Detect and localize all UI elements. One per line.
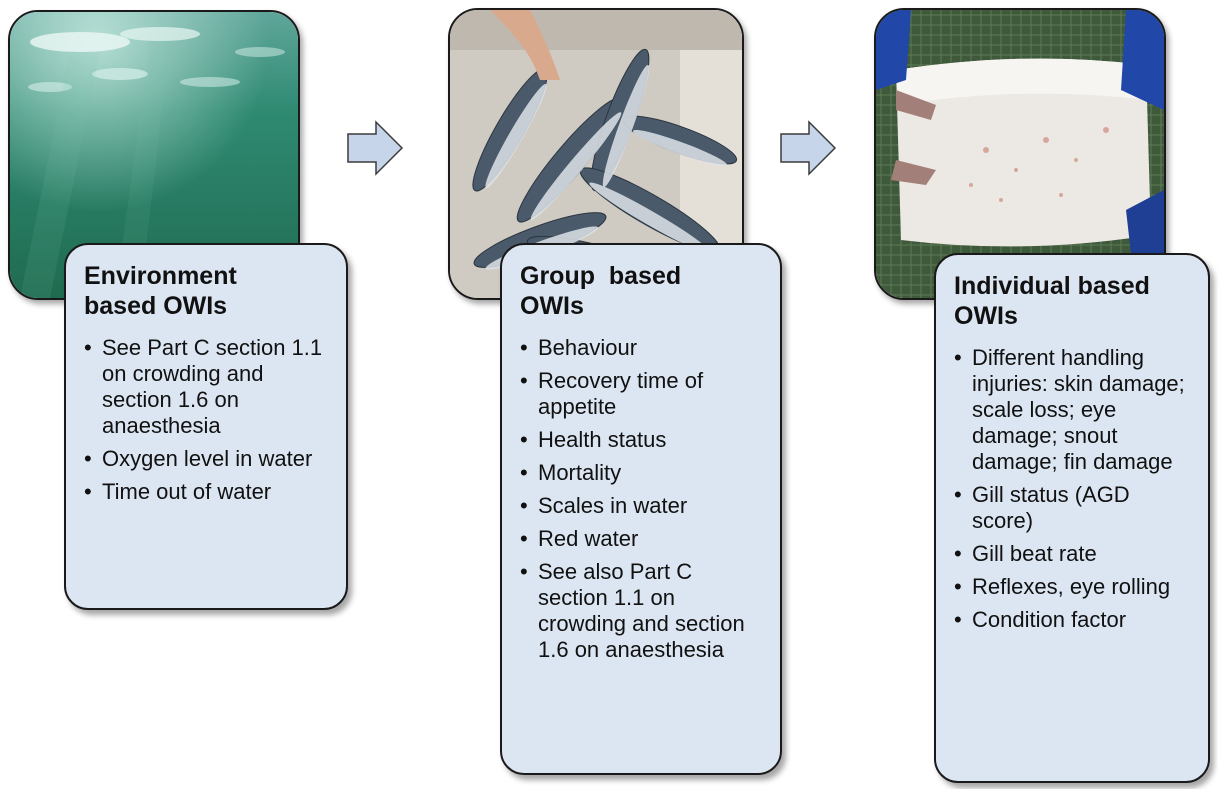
- bullet-icon: •: [520, 368, 528, 394]
- list-item: •Recovery time of appetite: [520, 368, 766, 420]
- environment-owi-card: Environment based OWIs •See Part C secti…: [64, 243, 348, 610]
- bullet-icon: •: [954, 607, 962, 633]
- right-arrow-icon: [346, 120, 404, 176]
- bullet-icon: •: [520, 460, 528, 486]
- list-item: •Oxygen level in water: [84, 446, 332, 472]
- bullet-icon: •: [520, 526, 528, 552]
- bullet-icon: •: [954, 574, 962, 600]
- list-item: •Scales in water: [520, 493, 766, 519]
- list-item: •Condition factor: [954, 607, 1194, 633]
- card-title: Individual based OWIs: [954, 271, 1194, 331]
- list-item: •Red water: [520, 526, 766, 552]
- owi-list: •See Part C section 1.1 on crowding and …: [84, 335, 332, 505]
- list-item: •Gill beat rate: [954, 541, 1194, 567]
- group-owi-card: Group based OWIs •Behaviour •Recovery ti…: [500, 243, 782, 775]
- list-item: •Behaviour: [520, 335, 766, 361]
- owi-list: •Behaviour •Recovery time of appetite •H…: [520, 335, 766, 663]
- bullet-icon: •: [954, 482, 962, 508]
- bullet-icon: •: [520, 493, 528, 519]
- list-item: •Time out of water: [84, 479, 332, 505]
- list-item: •Different handling injuries: skin damag…: [954, 345, 1194, 475]
- list-item: •See Part C section 1.1 on crowding and …: [84, 335, 332, 439]
- list-item: •Mortality: [520, 460, 766, 486]
- list-item: •Health status: [520, 427, 766, 453]
- bullet-icon: •: [84, 446, 92, 472]
- bullet-icon: •: [954, 345, 962, 371]
- list-item: •Gill status (AGD score): [954, 482, 1194, 534]
- list-item: •See also Part C section 1.1 on crowding…: [520, 559, 766, 663]
- individual-owi-card: Individual based OWIs •Different handlin…: [934, 253, 1210, 783]
- bullet-icon: •: [520, 427, 528, 453]
- owi-list: •Different handling injuries: skin damag…: [954, 345, 1194, 633]
- right-arrow-icon: [779, 120, 837, 176]
- list-item: •Reflexes, eye rolling: [954, 574, 1194, 600]
- card-title: Environment based OWIs: [84, 261, 332, 321]
- bullet-icon: •: [520, 559, 528, 585]
- bullet-icon: •: [84, 335, 92, 361]
- bullet-icon: •: [520, 335, 528, 361]
- bullet-icon: •: [84, 479, 92, 505]
- card-title: Group based OWIs: [520, 261, 766, 321]
- bullet-icon: •: [954, 541, 962, 567]
